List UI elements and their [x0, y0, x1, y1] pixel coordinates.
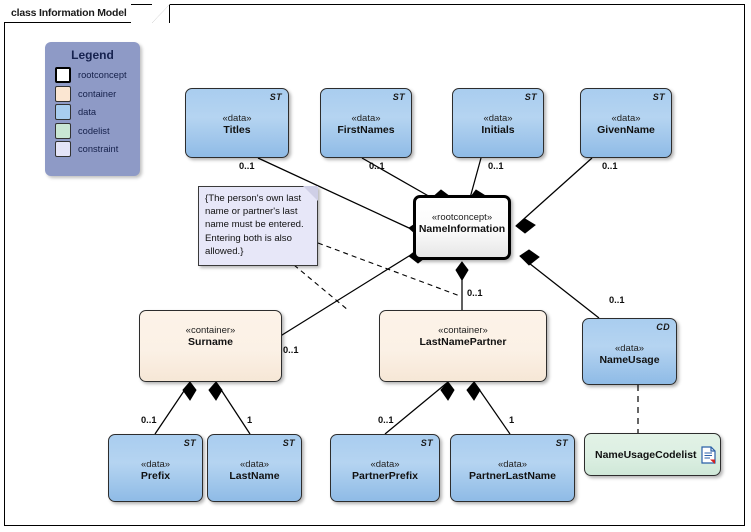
node-firstnames-stereotype: «data»	[351, 113, 381, 124]
node-givenname-stereotype: «data»	[611, 113, 641, 124]
edge-givenname-nameinformation	[515, 157, 593, 227]
node-lastnamepartner-stereotype: «container»	[438, 325, 488, 336]
diamond-prefix	[182, 381, 197, 401]
node-lastname-name: LastName	[229, 470, 280, 482]
node-nameusage-corner: CD	[656, 322, 670, 332]
constraint-link-lastnamepartner	[317, 242, 461, 297]
node-partnerlastname[interactable]: ST «data» PartnerLastName	[450, 434, 575, 502]
node-prefix-corner: ST	[183, 438, 196, 448]
node-surname-stereotype: «container»	[185, 325, 236, 336]
node-partnerprefix-corner: ST	[420, 438, 433, 448]
diamond-partnerlastname	[466, 381, 481, 401]
legend-label-constraint: constraint	[78, 144, 119, 155]
edge-initials-nameinformation	[469, 157, 482, 199]
legend-label-rootconcept: rootconcept	[78, 70, 127, 81]
node-givenname-name: GivenName	[597, 124, 655, 136]
edge-nameusage-nameinformation	[519, 255, 600, 319]
node-givenname[interactable]: ST «data» GivenName	[580, 88, 672, 158]
node-partnerlastname-stereotype: «data»	[497, 459, 528, 470]
node-lastnamepartner[interactable]: «container» LastNamePartner	[379, 310, 547, 382]
mult-titles: 0..1	[239, 161, 255, 171]
legend-swatch-container	[55, 85, 71, 102]
node-firstnames-name: FirstNames	[337, 124, 395, 136]
node-lastname-stereotype: «data»	[239, 459, 270, 470]
node-titles-name: Titles	[223, 124, 251, 136]
legend-item-rootconcept: rootconcept	[45, 66, 140, 85]
legend-item-constraint: constraint	[45, 140, 140, 159]
mult-surname: 0..1	[283, 345, 299, 355]
node-partnerprefix-stereotype: «data»	[370, 459, 400, 470]
node-partnerprefix[interactable]: ST «data» PartnerPrefix	[330, 434, 440, 502]
node-lastnamepartner-name: LastNamePartner	[419, 336, 507, 348]
node-givenname-corner: ST	[652, 92, 665, 102]
mult-partnerprefix: 0..1	[378, 415, 394, 425]
mult-givenname: 0..1	[602, 161, 618, 171]
node-titles-stereotype: «data»	[222, 113, 252, 124]
diamond-givenname	[515, 218, 536, 234]
legend-label-codelist: codelist	[78, 125, 110, 136]
legend-swatch-constraint	[55, 141, 71, 158]
edge-titles-nameinformation	[257, 157, 410, 229]
node-firstnames-corner: ST	[392, 92, 405, 102]
diagram-tab-label: class Information Model	[4, 4, 131, 23]
node-prefix-stereotype: «data»	[140, 459, 171, 470]
node-prefix[interactable]: ST «data» Prefix	[108, 434, 203, 502]
node-lastname[interactable]: ST «data» LastName	[207, 434, 302, 502]
node-titles[interactable]: ST «data» Titles	[185, 88, 289, 158]
node-prefix-name: Prefix	[140, 470, 171, 482]
node-nameusage-name: NameUsage	[599, 354, 660, 366]
constraint-note-text: {The person's own last name or partner's…	[205, 193, 304, 257]
node-partnerprefix-name: PartnerPrefix	[352, 470, 418, 482]
legend-swatch-data	[55, 104, 71, 121]
node-partnerlastname-corner: ST	[555, 438, 568, 448]
node-nameusage-stereotype: «data»	[614, 343, 645, 354]
node-initials-stereotype: «data»	[483, 113, 513, 124]
node-nameinformation[interactable]: «rootconcept» NameInformation	[413, 195, 511, 260]
node-nameusagecodelist-name: NameUsageCodelist	[595, 448, 697, 461]
node-initials[interactable]: ST «data» Initials	[452, 88, 544, 158]
mult-prefix: 0..1	[141, 415, 157, 425]
constraint-link-surname	[293, 264, 349, 311]
node-nameinformation-name: NameInformation	[418, 223, 506, 235]
mult-lastname: 1	[247, 415, 253, 425]
mult-lastnamepartner: 0..1	[467, 288, 483, 298]
diagram-tab-slant	[152, 4, 170, 24]
legend-label-container: container	[78, 88, 117, 99]
edge-lastnamepartner-partnerprefix	[384, 381, 449, 435]
legend-swatch-rootconcept	[55, 67, 71, 84]
legend-title: Legend	[71, 48, 114, 62]
legend-swatch-codelist	[55, 122, 71, 139]
diamond-partnerprefix	[440, 381, 455, 401]
legend-item-codelist: codelist	[45, 122, 140, 141]
node-initials-name: Initials	[481, 124, 515, 136]
node-nameusagecodelist[interactable]: NameUsageCodelist	[584, 433, 721, 476]
legend-panel: Legend rootconcept container data codeli…	[45, 42, 140, 176]
document-icon	[700, 445, 716, 464]
constraint-note[interactable]: {The person's own last name or partner's…	[198, 186, 318, 266]
note-fold-icon	[303, 186, 318, 201]
diamond-lastnamepartner	[455, 261, 469, 281]
legend-label-data: data	[78, 107, 97, 118]
diamond-lastname	[208, 381, 223, 401]
edge-firstnames-nameinformation	[361, 157, 433, 199]
legend-item-container: container	[45, 85, 140, 104]
node-nameinformation-stereotype: «rootconcept»	[431, 212, 493, 223]
mult-firstnames: 0..1	[369, 161, 385, 171]
node-initials-corner: ST	[524, 92, 537, 102]
mult-partnerlastname: 1	[509, 415, 515, 425]
mult-nameusage: 0..1	[609, 295, 625, 305]
node-partnerlastname-name: PartnerLastName	[469, 470, 556, 482]
node-surname-name: Surname	[188, 336, 233, 348]
node-nameusage[interactable]: CD «data» NameUsage	[582, 318, 677, 385]
diamond-nameusage	[519, 249, 540, 266]
node-lastname-corner: ST	[282, 438, 295, 448]
legend-item-data: data	[45, 103, 140, 122]
node-surname[interactable]: «container» Surname	[139, 310, 282, 382]
node-titles-corner: ST	[269, 92, 282, 102]
node-firstnames[interactable]: ST «data» FirstNames	[320, 88, 412, 158]
mult-initials: 0..1	[488, 161, 504, 171]
edge-surname-nameinformation	[273, 255, 410, 341]
